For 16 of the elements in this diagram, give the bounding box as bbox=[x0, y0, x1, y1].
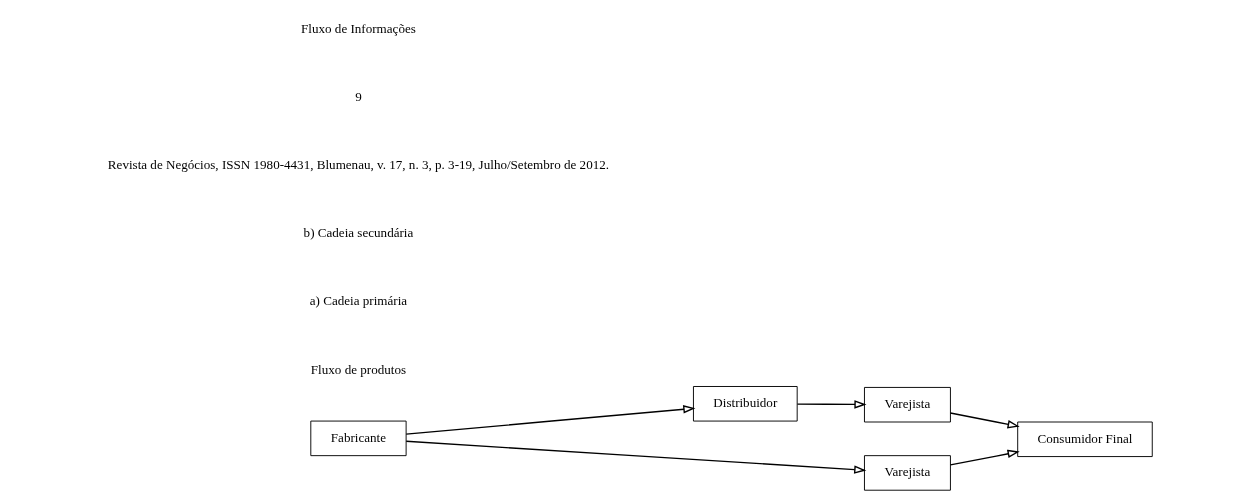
label: Fluxo de Informações bbox=[301, 20, 416, 36]
arrow bbox=[949, 449, 1020, 466]
label: Fluxo de produtos bbox=[310, 361, 407, 377]
node-box: Consumidor Final bbox=[1017, 421, 1153, 458]
arrow bbox=[796, 400, 867, 409]
arrow bbox=[949, 412, 1020, 429]
node-box: Varejista bbox=[864, 386, 951, 423]
node-box: Distribuidor bbox=[693, 386, 798, 422]
label: Revista de Negócios, ISSN 1980-4431, Blumenau, v. 17, n. 3, p. 3-19, Julho/Setembro de 2012. bbox=[107, 156, 610, 172]
arrow bbox=[405, 440, 867, 474]
node-box: Fabricante bbox=[310, 420, 407, 457]
label: b) Cadeia secundária bbox=[303, 225, 414, 241]
arrow bbox=[405, 405, 696, 435]
label: 9 bbox=[355, 88, 362, 104]
label: a) Cadeia primária bbox=[309, 293, 408, 309]
node-box: Varejista bbox=[864, 455, 951, 491]
